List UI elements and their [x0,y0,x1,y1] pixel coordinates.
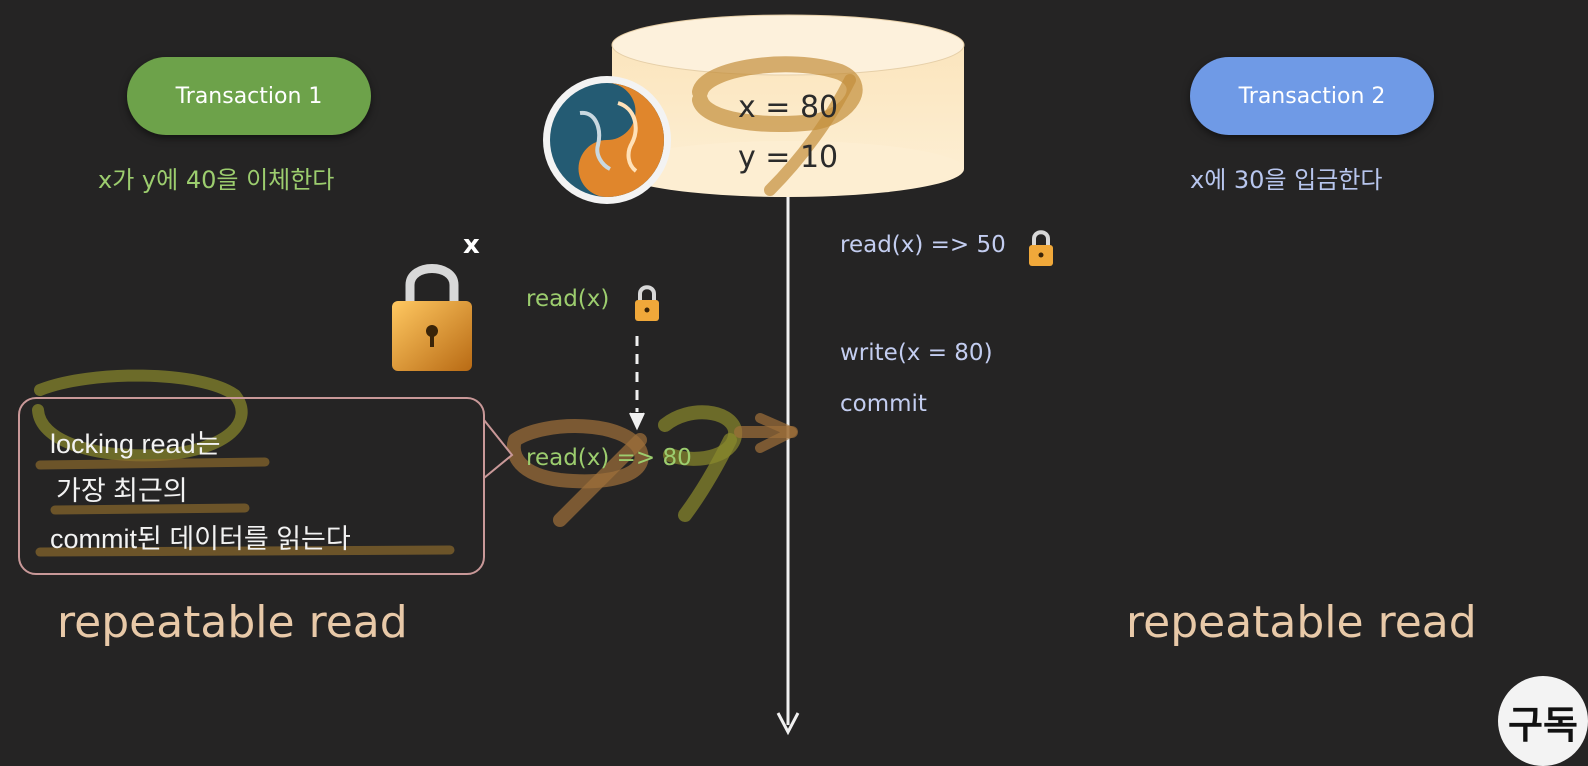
large-lock-icon [392,264,472,371]
annotation-scribbles [32,56,863,557]
callout-line-1: locking read는 [50,429,221,459]
mysql-logo [543,76,671,204]
callout-line-3: commit된 데이터를 읽는다 [50,524,351,554]
t2-op-commit: commit [840,391,927,417]
subscribe-button[interactable]: 구독 [1498,676,1588,766]
t2-op-read: read(x) => 50 [840,232,1006,258]
callout-pointer [483,419,514,479]
lock-variable-label: x [463,230,480,260]
transaction1-description: x가 y에 40을 이체한다 [98,166,335,194]
transaction1-badge: Transaction 1 [127,57,371,135]
callout-box: locking read는 가장 최근의 commit된 데이터를 읽는다 [18,397,485,575]
t1-isolation-level: repeatable read [57,597,408,648]
db-value-x: x = 80 [738,90,839,125]
transaction2-badge: Transaction 2 [1190,57,1434,135]
db-value-y: y = 10 [738,140,839,175]
lock-icon [635,285,659,321]
t2-isolation-level: repeatable read [1126,597,1477,648]
lock-icon [1029,230,1053,266]
t2-op-write: write(x = 80) [840,340,993,366]
t1-op-read: read(x) [526,286,610,312]
callout-line-2: 가장 최근의 [56,476,188,506]
transaction2-description: x에 30을 입금한다 [1190,166,1383,194]
t1-op-read-result: read(x) => 80 [526,445,692,471]
